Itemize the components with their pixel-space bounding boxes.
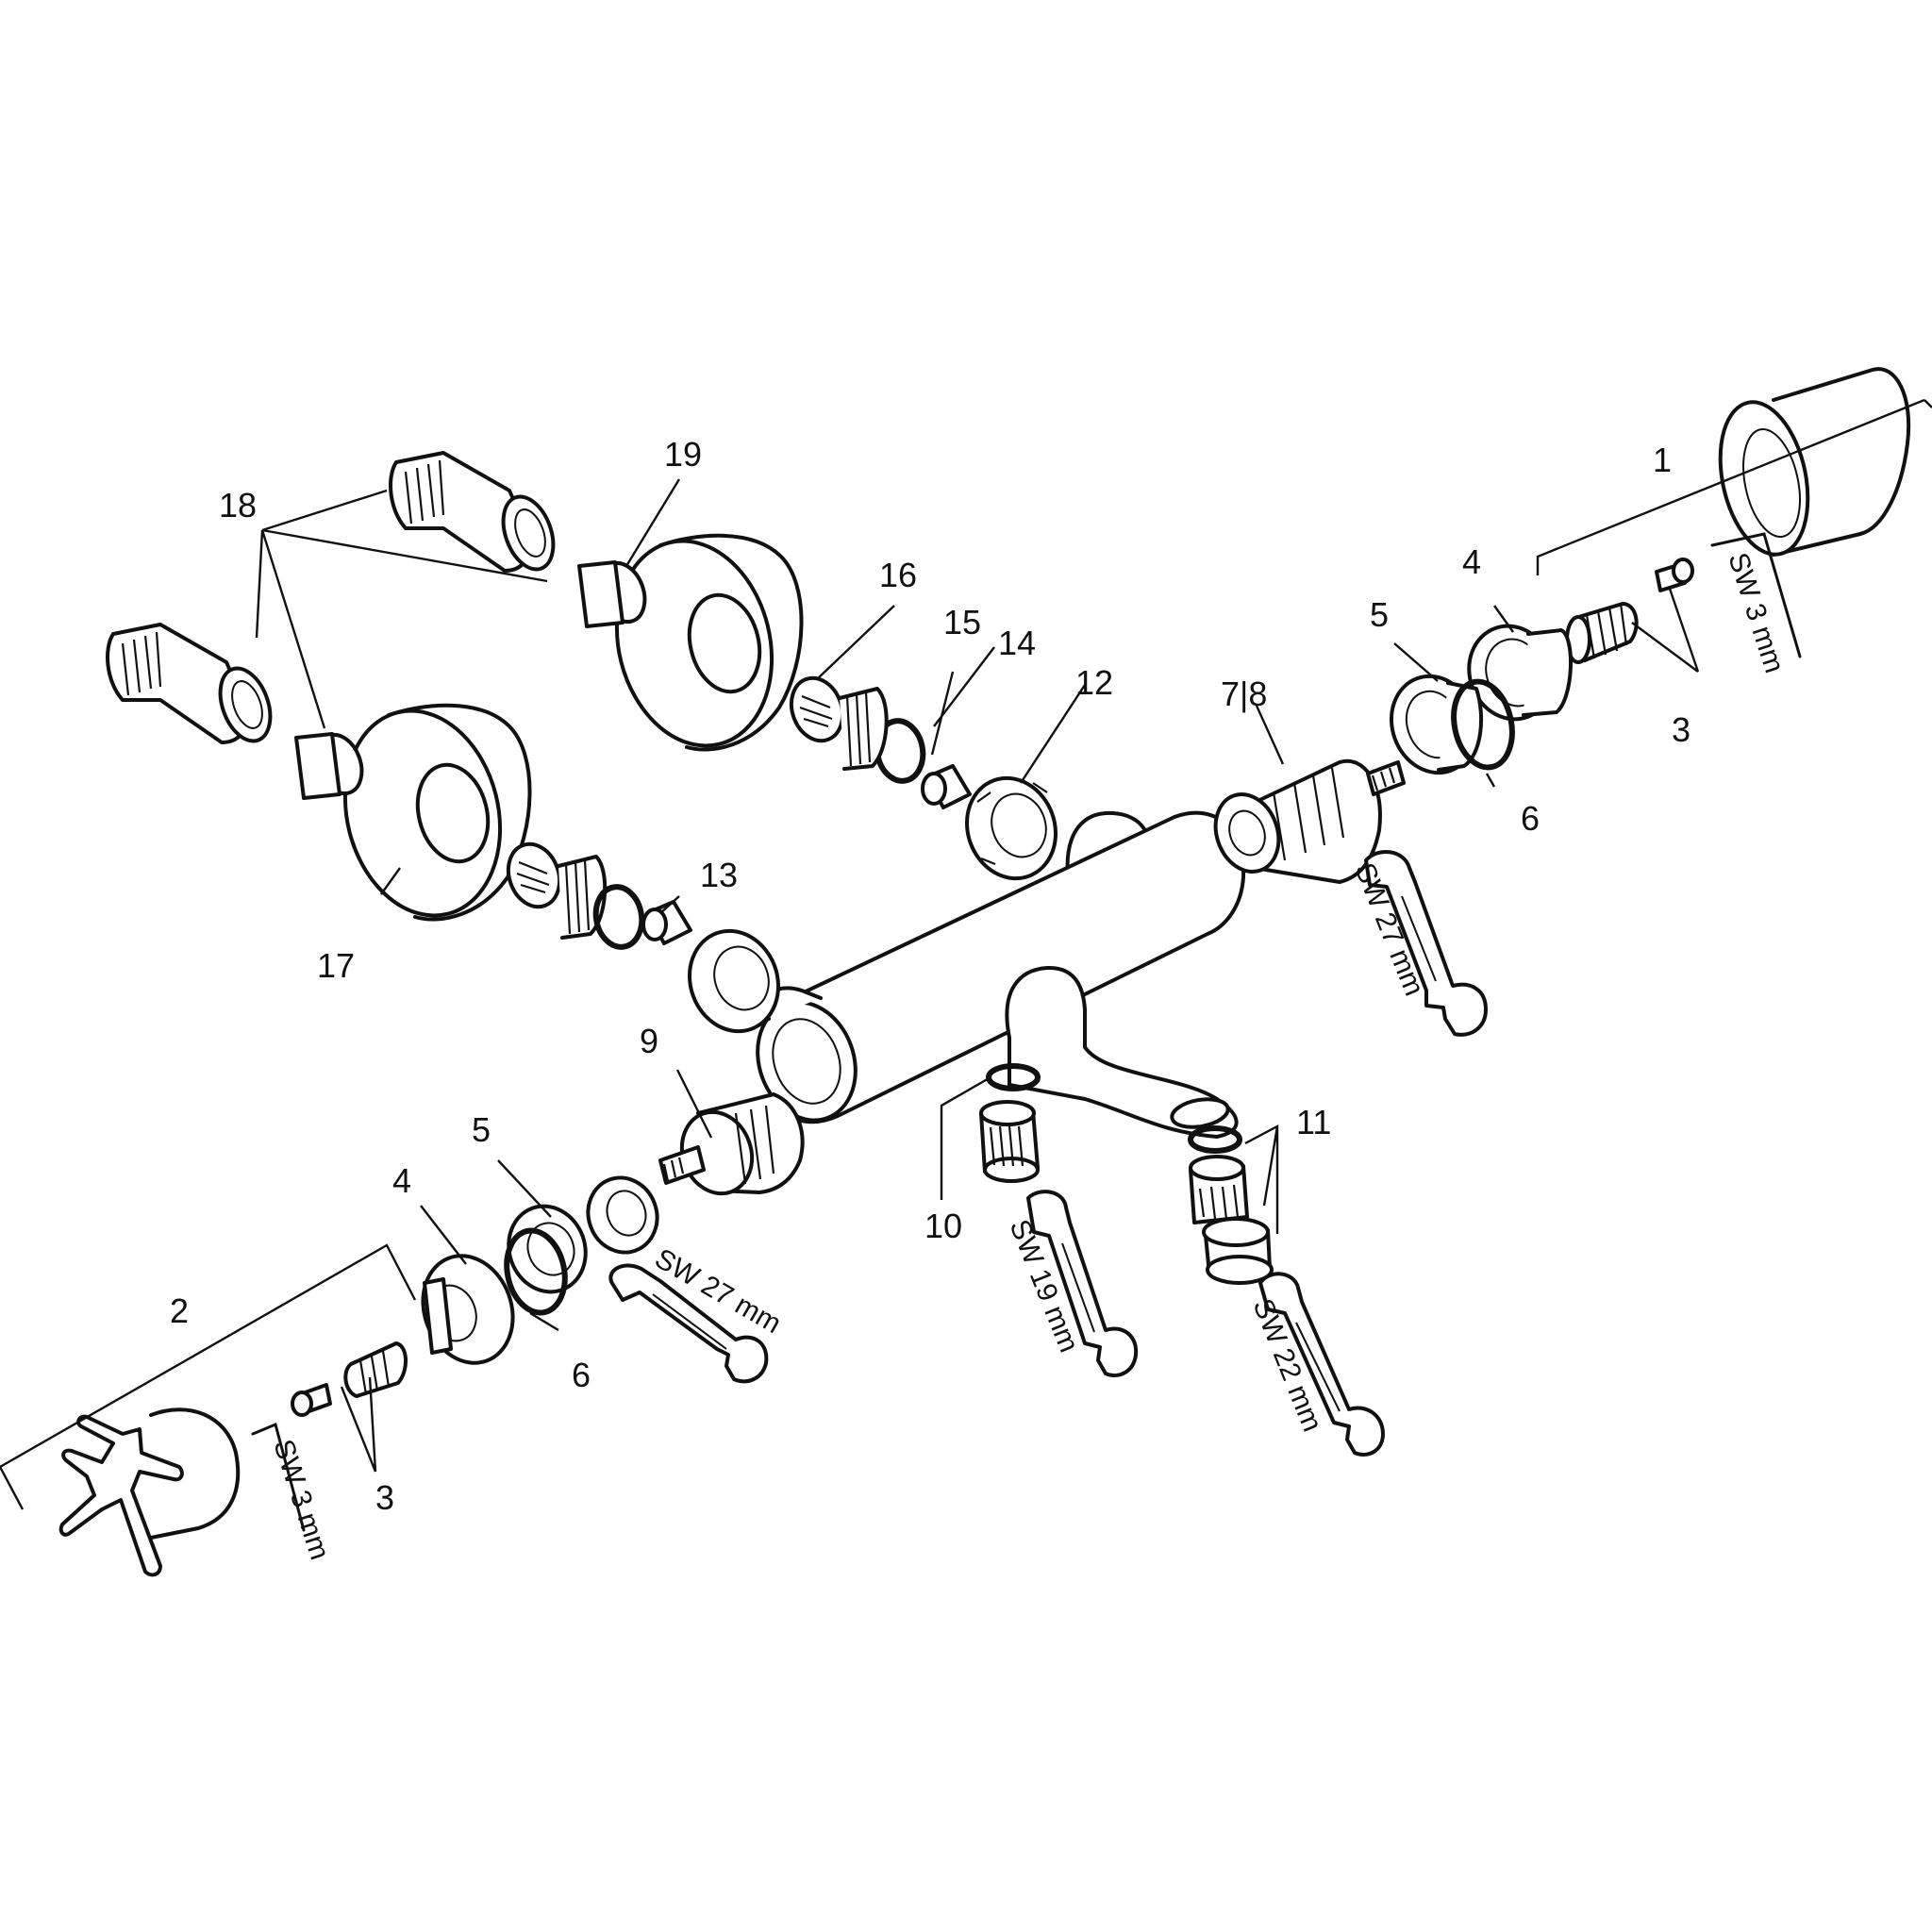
part-4-left (421, 1254, 515, 1365)
label-18: 18 (219, 486, 257, 525)
mixer-body (756, 810, 1246, 1139)
wrench-icon-sw27-right (1364, 849, 1488, 1037)
label-4-right: 4 (1462, 542, 1481, 581)
part-3-left (291, 1341, 408, 1417)
part-2-cross-handle (58, 1407, 241, 1577)
part-3-right (1565, 558, 1694, 664)
label-6-right: 6 (1521, 799, 1540, 838)
part-6-right-oring (1451, 678, 1515, 771)
label-15: 15 (943, 603, 981, 641)
part-9-cartridge (658, 1092, 805, 1196)
label-3-left: 3 (375, 1478, 394, 1517)
part-18-connector-lower (106, 623, 364, 800)
wrench-icon-sw27-left (608, 1263, 769, 1384)
label-12: 12 (1075, 663, 1113, 702)
label-10: 10 (924, 1207, 962, 1245)
label-17: 17 (317, 946, 355, 985)
leader-part-2 (0, 1243, 417, 1510)
part-18-connector-upper (389, 451, 647, 628)
label-9: 9 (640, 1022, 658, 1060)
label-7-8: 7|8 (1221, 675, 1267, 713)
tool-label-sw3-right: SW 3 mm (1722, 549, 1790, 676)
label-3-right: 3 (1672, 710, 1690, 749)
hex-key-icon-left (251, 1422, 306, 1532)
part-11-aerator-set (1188, 1125, 1274, 1285)
part-12-nut (964, 775, 1058, 881)
leader-part-11 (1244, 1124, 1279, 1234)
part-14-check-valve (921, 764, 972, 809)
label-16: 16 (879, 556, 917, 594)
lower-hex-nut (586, 1175, 659, 1255)
hex-key-icon-right (1710, 532, 1802, 658)
part-17-rosette (342, 703, 532, 922)
part-10-adapter (979, 1100, 1040, 1183)
part-13-check-valve (641, 900, 692, 945)
leader-lines (255, 478, 1700, 1473)
tool-label-sw3-left: SW 3 mm (267, 1436, 335, 1563)
label-5-right: 5 (1370, 595, 1389, 634)
label-1: 1 (1653, 441, 1672, 479)
part-7-8-cartridge (1213, 758, 1406, 884)
label-14: 14 (998, 624, 1036, 662)
part-1-handle-sleeve (1718, 367, 1911, 557)
label-11: 11 (1296, 1103, 1331, 1141)
label-5-left: 5 (472, 1110, 491, 1149)
label-19: 19 (664, 435, 702, 474)
wrench-icon-sw22 (1258, 1272, 1385, 1457)
part-19-rosette (614, 533, 804, 752)
part-16-filter (789, 675, 889, 771)
part-4-right (1467, 624, 1574, 722)
lower-nut (687, 928, 781, 1034)
label-2: 2 (170, 1291, 189, 1330)
wrench-icon-sw19 (1026, 1190, 1139, 1377)
leader-part-10 (940, 1075, 991, 1200)
leader-part-1 (1536, 398, 1932, 575)
label-6-left: 6 (572, 1356, 591, 1394)
part-6-left-oring (504, 1227, 568, 1316)
label-13: 13 (700, 856, 738, 894)
label-4-left: 4 (392, 1161, 411, 1200)
lower-filter-chain (506, 841, 645, 950)
